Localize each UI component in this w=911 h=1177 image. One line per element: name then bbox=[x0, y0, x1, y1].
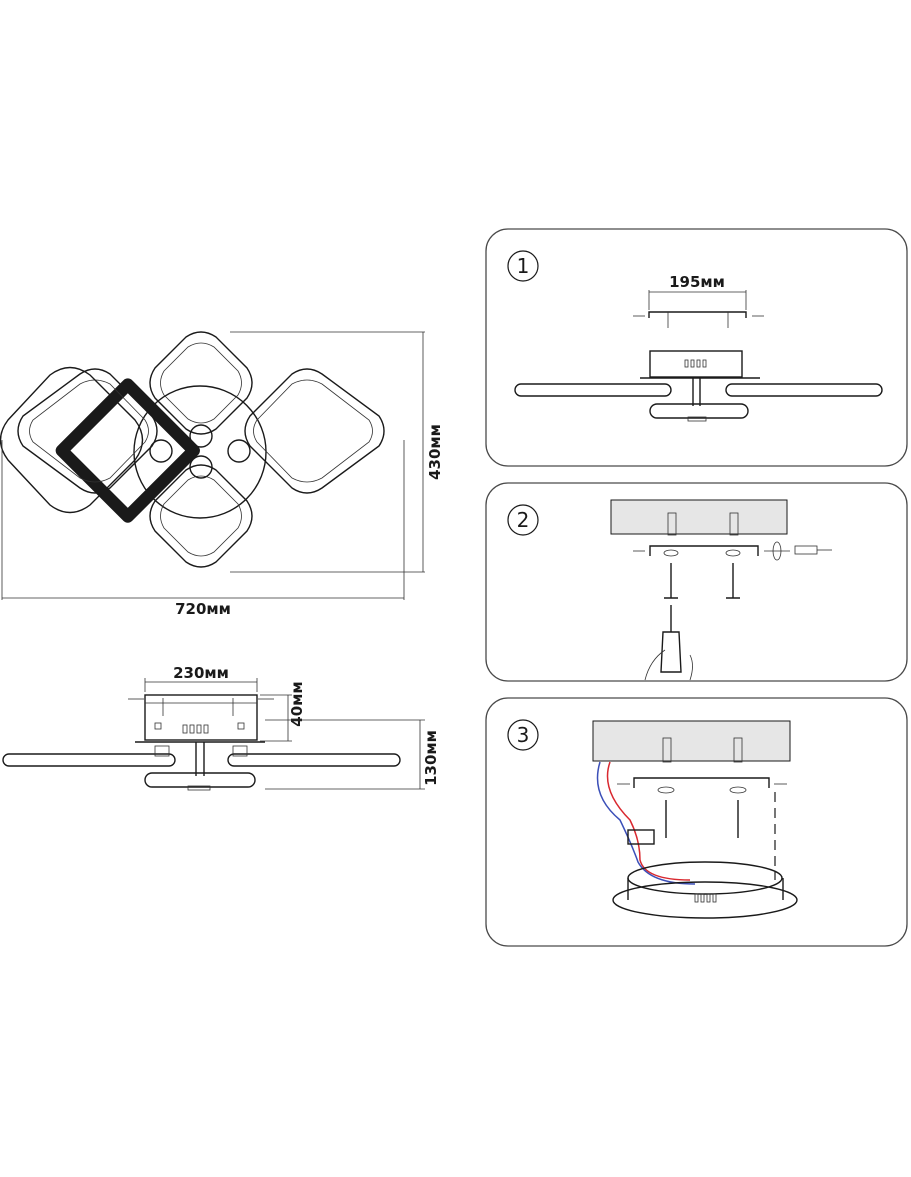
step-number: 2 bbox=[517, 508, 530, 532]
side-view: 230мм 40мм 130мм bbox=[2, 664, 440, 791]
top-height-label: 430мм bbox=[426, 424, 444, 480]
wall-plug-icon bbox=[667, 512, 677, 536]
wire-blue bbox=[596, 761, 696, 885]
canopy-plate bbox=[612, 881, 798, 919]
base-box bbox=[144, 694, 258, 741]
side-total-height-label: 130мм bbox=[422, 730, 440, 786]
step-number: 3 bbox=[517, 723, 530, 747]
ring-left-outline bbox=[0, 366, 144, 514]
ring-left bbox=[55, 378, 200, 523]
connector-knob bbox=[227, 439, 251, 463]
ceiling-block bbox=[610, 499, 788, 535]
arm-right bbox=[227, 753, 401, 767]
wall-plug-icon bbox=[662, 737, 672, 763]
step-panel-3: 3 bbox=[485, 697, 908, 947]
wire-red bbox=[606, 761, 691, 881]
ring-right bbox=[244, 368, 385, 494]
connector-knob bbox=[189, 424, 213, 448]
step-number-circle bbox=[507, 504, 539, 536]
top-view: 720мм 430мм bbox=[0, 331, 444, 618]
mounting-bracket bbox=[633, 777, 770, 788]
screwdriver-bit-icon bbox=[794, 545, 818, 555]
side-width-label: 230мм bbox=[173, 664, 229, 682]
hand-icon bbox=[644, 649, 693, 681]
arm-left bbox=[514, 383, 672, 397]
bracket-width-label: 195мм bbox=[669, 273, 725, 291]
step-panel-2: 2 bbox=[485, 482, 908, 682]
step-number-circle bbox=[507, 719, 539, 751]
ring-top bbox=[149, 331, 253, 435]
ceiling-block bbox=[592, 720, 791, 762]
connector-knob bbox=[149, 439, 173, 463]
terminal-block-icon bbox=[627, 829, 655, 845]
step-number: 1 bbox=[517, 254, 530, 278]
canopy-body bbox=[627, 861, 783, 895]
wall-plug-icon bbox=[733, 737, 743, 763]
connector-knob bbox=[189, 455, 213, 479]
side-base-height-label: 40мм bbox=[288, 681, 306, 726]
arm-left bbox=[2, 753, 176, 767]
top-width-label: 720мм bbox=[175, 600, 231, 618]
step-panel-1: 1 195мм bbox=[485, 228, 908, 467]
mounting-bracket bbox=[648, 311, 747, 318]
ring-bottom bbox=[149, 464, 253, 568]
wall-plug-icon bbox=[729, 512, 739, 536]
ceiling-base-disk bbox=[133, 385, 267, 519]
mounting-bracket bbox=[649, 545, 759, 556]
arm-right bbox=[725, 383, 883, 397]
bottom-ring bbox=[144, 772, 256, 788]
step-number-circle bbox=[507, 250, 539, 282]
